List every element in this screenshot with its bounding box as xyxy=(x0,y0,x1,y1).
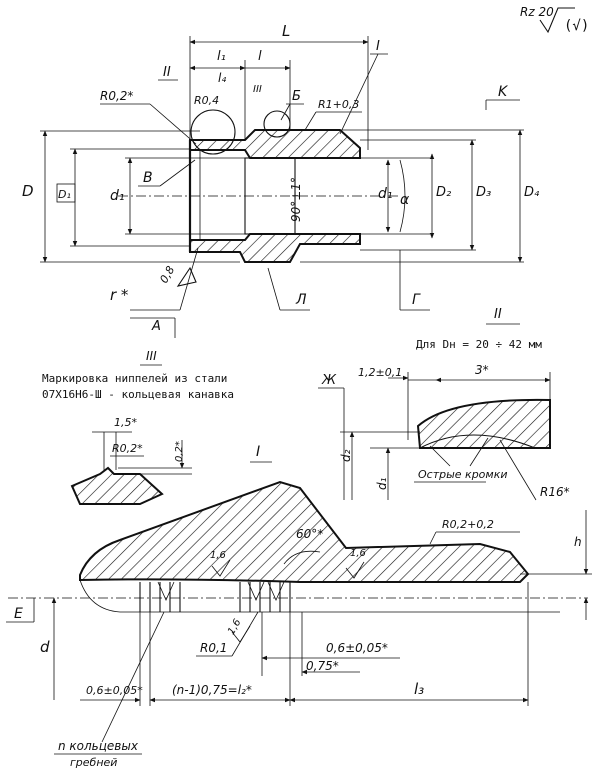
detail-II: II Для Dн = 20 ÷ 42 мм Ж 1,2±0,1 3* d₂ d… xyxy=(318,307,570,501)
label-l3: l₃ xyxy=(414,680,424,698)
dim-D4: D₄ xyxy=(524,185,540,200)
label-R02: R0,2* xyxy=(100,89,133,103)
dim-d1-right: d₁ xyxy=(378,186,393,202)
label-E: E xyxy=(14,606,23,622)
dim-l: l xyxy=(258,49,262,64)
label-R01: R0,1 xyxy=(200,641,227,655)
dim-l4: l₄ xyxy=(218,71,226,85)
detail-II-sharp: Острые кромки xyxy=(418,468,508,481)
label-0-75: 0,75* xyxy=(306,659,339,673)
nipple-lower-section xyxy=(189,233,361,263)
detail-I: I 1,6 1,6 60°* R0,2+0,2 h E d 1,6 xyxy=(6,444,592,769)
callout-G: Г xyxy=(412,292,421,308)
callout-I: I xyxy=(376,39,380,54)
dim-l1: l₁ xyxy=(217,49,226,64)
detail-II-section xyxy=(416,398,551,449)
label-pitch: (n-1)0,75=l₂* xyxy=(172,683,252,697)
grooves-line1: n кольцевых xyxy=(58,739,139,753)
detail-II-d1: d₁ xyxy=(375,477,389,490)
inner-bore xyxy=(244,157,296,235)
dim-D3: D₃ xyxy=(476,185,491,200)
label-R1: R1+0,3 xyxy=(318,98,359,111)
roughness-2: 1,6 xyxy=(350,548,366,559)
nipple-upper-section xyxy=(189,129,361,159)
main-view: L l₁ l l₄ II R0,2* R0,4 III Б R1+0,3 I K… xyxy=(22,22,540,338)
detail-circle-II xyxy=(190,109,236,155)
detail-III: III Маркировка ниппелей из стали 07Х16Н6… xyxy=(42,349,234,505)
callout-L: Л xyxy=(295,292,307,308)
callout-B: Б xyxy=(292,89,301,104)
roughness-mark: (√) xyxy=(564,18,589,34)
detail-II-note: Для Dн = 20 ÷ 42 мм xyxy=(416,338,542,351)
detail-III-note-line2: 07Х16Н6-Ш - кольцевая канавка xyxy=(42,388,234,401)
detail-II-label: II xyxy=(494,307,502,322)
detail-II-R16: R16* xyxy=(540,485,570,499)
detail-III-w15: 1,5* xyxy=(114,416,137,429)
label-d: d xyxy=(40,638,50,656)
callout-II: II xyxy=(163,65,171,80)
label-R02-detailI: R0,2+0,2 xyxy=(442,518,494,531)
grooves-line2: гребней xyxy=(70,756,117,769)
detail-I-section xyxy=(79,480,530,583)
detail-III-label: III xyxy=(146,349,157,363)
label-R04: R0,4 xyxy=(194,94,219,107)
roughness-symbol: Rz 20 (√) xyxy=(520,5,589,34)
roughness-1: 1,6 xyxy=(210,550,226,561)
callout-K: K xyxy=(498,84,509,100)
detail-II-zh: Ж xyxy=(321,373,337,388)
label-h: h xyxy=(574,535,582,549)
label-r: r * xyxy=(110,286,129,304)
label-angle60: 60°* xyxy=(296,527,323,541)
callout-A: A xyxy=(151,319,161,334)
label-0-6-right: 0,6±0,05* xyxy=(326,641,388,655)
dim-d1-left: d₁ xyxy=(110,188,125,204)
roughness-value: Rz 20 xyxy=(520,5,554,19)
detail-II-w12: 1,2±0,1 xyxy=(358,366,402,379)
label-r-value: 0,8 xyxy=(157,264,177,286)
label-angle90: 90°±1° xyxy=(289,177,303,222)
label-0-6-left: 0,6±0,05* xyxy=(86,684,143,697)
roughness-3: 1,6 xyxy=(226,617,243,636)
detail-III-R02: R0,2* xyxy=(112,442,143,455)
dim-L: L xyxy=(282,22,290,40)
detail-III-note-line1: Маркировка ниппелей из стали xyxy=(42,372,227,385)
detail-III-section xyxy=(70,466,164,505)
callout-III: III xyxy=(253,84,262,95)
dim-D1: D₁ xyxy=(58,188,71,201)
detail-II-d2: d₂ xyxy=(339,449,353,462)
ring-grooves xyxy=(139,581,291,612)
label-alpha: α xyxy=(400,192,410,208)
detail-I-label: I xyxy=(256,444,260,460)
dim-D: D xyxy=(22,182,34,200)
callout-V: В xyxy=(143,170,153,186)
dim-D2: D₂ xyxy=(436,185,451,200)
detail-III-d02: 0,2* xyxy=(174,441,185,462)
detail-II-w3: 3* xyxy=(475,363,489,377)
